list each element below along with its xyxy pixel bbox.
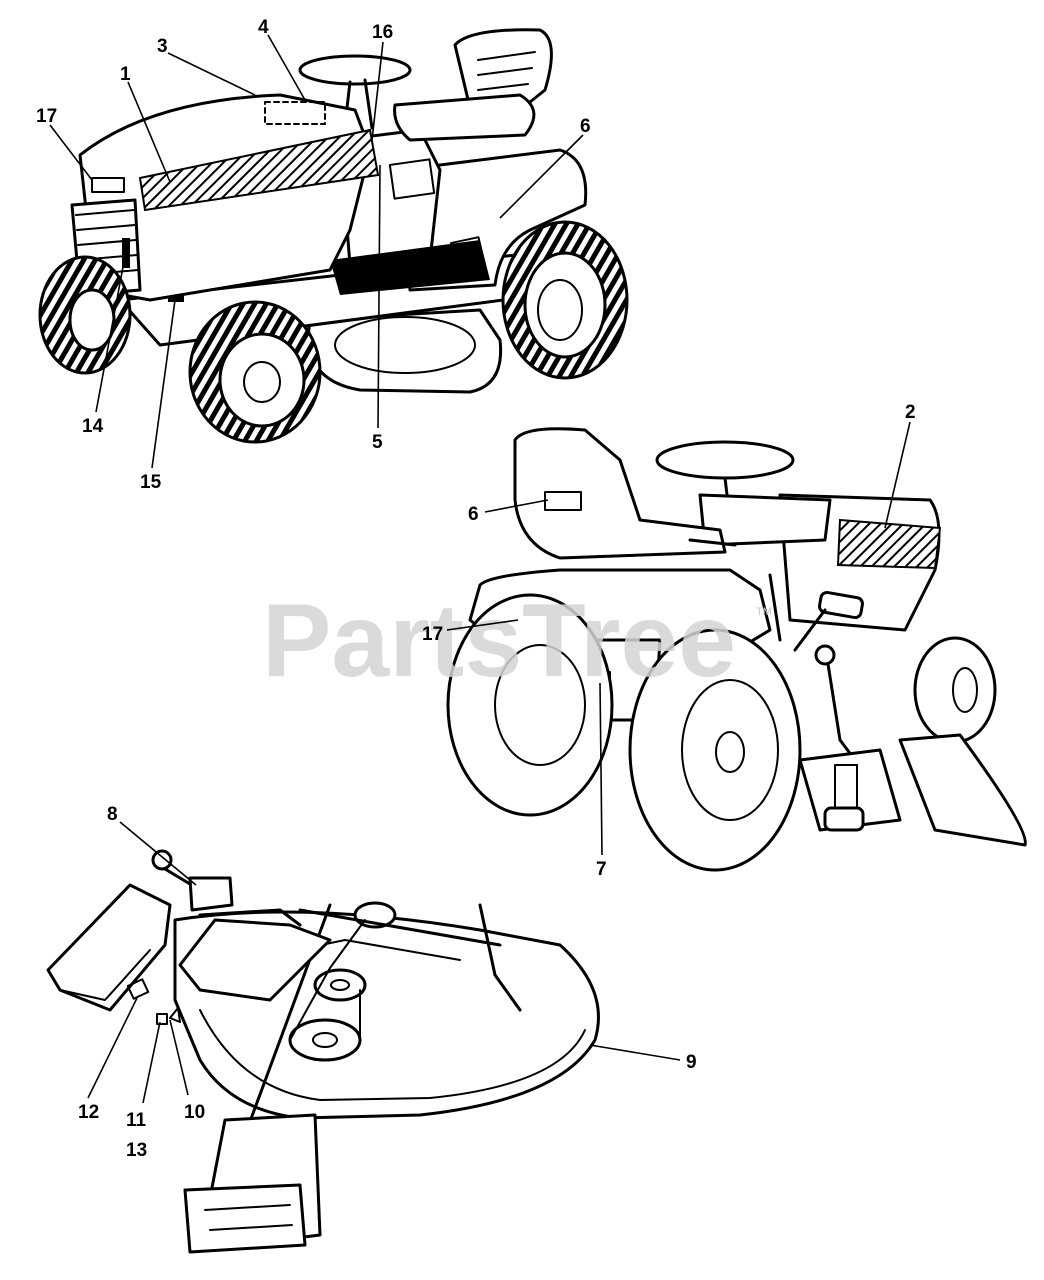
callout-17: 17 xyxy=(36,106,57,127)
callout-8: 8 xyxy=(107,804,118,825)
callout-2: 2 xyxy=(905,402,916,423)
watermark-trademark: TM xyxy=(756,606,772,618)
rear-tractor-illustration xyxy=(446,427,1027,872)
callout-5: 5 xyxy=(372,432,383,453)
watermark: PartsTree TM xyxy=(262,583,772,699)
leader-lines xyxy=(49,34,911,1104)
callout-16: 16 xyxy=(372,22,393,43)
callout-1: 1 xyxy=(120,64,131,85)
callout-12: 12 xyxy=(78,1102,99,1123)
callout-4: 4 xyxy=(258,17,269,38)
callout-11: 11 xyxy=(126,1110,147,1131)
callout-labels: 1 3 4 16 17 6 14 15 5 2 6 17 7 8 9 10 11… xyxy=(36,17,916,1161)
callout-17-rear: 17 xyxy=(422,624,443,645)
mower-deck-illustration xyxy=(46,849,600,1254)
callout-14: 14 xyxy=(82,416,104,437)
callout-7: 7 xyxy=(596,859,607,880)
callout-6: 6 xyxy=(580,116,591,137)
callout-9: 9 xyxy=(686,1052,697,1073)
callout-6-rear: 6 xyxy=(468,504,479,525)
callout-15: 15 xyxy=(140,472,162,493)
front-tractor-illustration xyxy=(38,28,629,444)
callout-10: 10 xyxy=(184,1102,205,1123)
watermark-text: PartsTree xyxy=(262,583,736,699)
callout-3: 3 xyxy=(157,36,168,57)
callout-13: 13 xyxy=(126,1140,147,1161)
